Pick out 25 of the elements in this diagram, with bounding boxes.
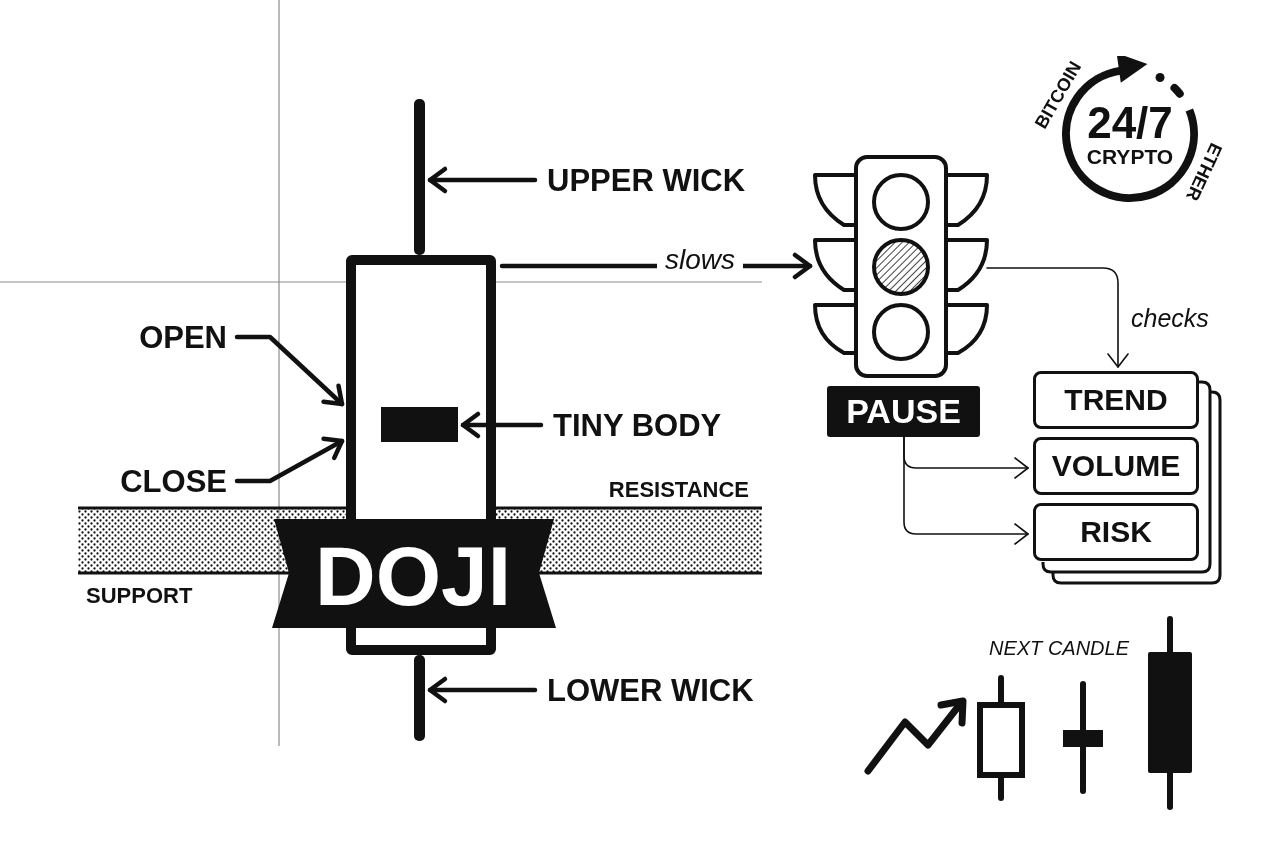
banner-title: DOJI [314,541,512,612]
leader-line [234,334,345,407]
callout-label: LOWER WICK [547,672,754,709]
zone-label: RESISTANCE [608,476,749,503]
leader-line [234,436,345,484]
status-tag: PAUSE [827,386,980,437]
leader-line [427,676,538,704]
caption-text: NEXT CANDLE [989,636,1130,660]
candle-wick [414,99,425,255]
cycle-number: 24/7 [1087,100,1173,145]
leader-line [460,411,544,439]
callout-label: OPEN [139,319,227,356]
check-card: RISK [1033,503,1199,561]
candle-body-bar [381,407,458,442]
connector-arrow [986,267,1129,368]
candle-wick [414,655,425,741]
connector-arrow [903,436,1029,545]
cycle-caption: CRYPTO [1086,145,1174,167]
callout-label: TINY BODY [553,407,722,444]
callout-label: UPPER WICK [547,162,746,199]
zone-label: SUPPORT [86,582,193,609]
callout-label: CLOSE [120,463,227,500]
leader-line [427,166,538,194]
check-card: TREND [1033,371,1199,429]
check-card: VOLUME [1033,437,1199,495]
